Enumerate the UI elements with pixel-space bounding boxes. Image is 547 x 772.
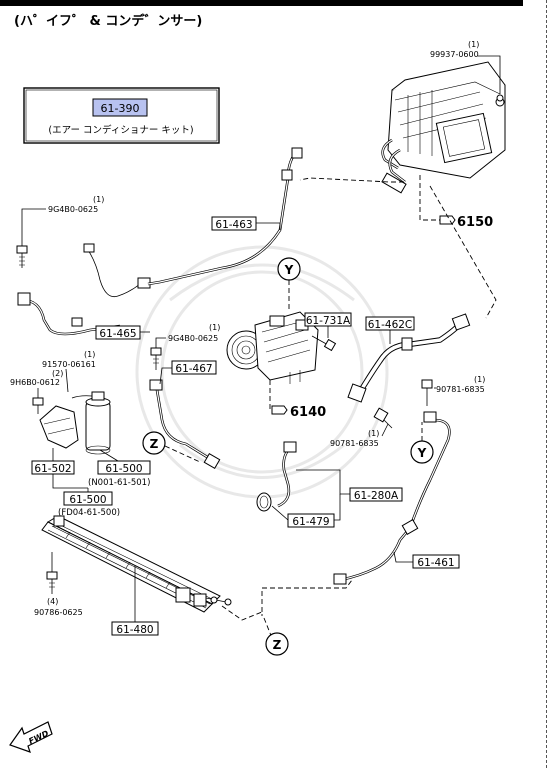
pipe-61-461[interactable]: [333, 411, 451, 585]
part-61-500-a: 61-500: [105, 463, 142, 475]
label-box-61-465[interactable]: [95, 325, 141, 340]
page-title: (ハ゜イフ゜ & コンデ゛ンサー): [14, 13, 202, 29]
part-61-479: 61-479: [292, 516, 329, 528]
label-box-61-461[interactable]: [412, 554, 460, 569]
fastener-99937-icon[interactable]: [496, 94, 504, 102]
pipe-61-463[interactable]: [147, 147, 303, 286]
ref-6150: 6150: [457, 215, 493, 230]
fastener-9h6b0-code: 9H6B0-0612: [10, 378, 60, 387]
page-edge-right: [542, 0, 547, 768]
fastener-91570-qty: (1): [84, 350, 95, 359]
kit-box: [23, 87, 220, 144]
pipe-61-467[interactable]: [149, 379, 221, 470]
kit-caption: (エアー コンディショナー キット): [48, 124, 193, 136]
evaporator-unit[interactable]: [381, 61, 506, 194]
fwd-arrow-icon: [9, 721, 53, 753]
oring-61-479-icon[interactable]: [256, 492, 272, 512]
part-61-502: 61-502: [34, 463, 71, 475]
label-box-61-479[interactable]: [287, 513, 335, 528]
fastener-90786-qty: (4): [47, 597, 58, 606]
bolt-90781-right-icon[interactable]: [421, 379, 433, 406]
kit-code-label: 61-390: [101, 102, 140, 115]
kit-box-inner: [25, 89, 218, 142]
part-61-463: 61-463: [215, 219, 252, 231]
part-61-467: 61-467: [175, 363, 212, 375]
part-61-731a: 61-731A: [306, 315, 351, 327]
fastener-9g4b0-top-qty: (1): [93, 195, 104, 204]
kit-code-box[interactable]: [92, 98, 148, 117]
part-61-465: 61-465: [99, 328, 136, 340]
compressor-assembly[interactable]: [226, 311, 319, 384]
marker-y-top-label: Y: [284, 263, 294, 277]
label-box-61-463[interactable]: [211, 216, 257, 231]
part-61-461: 61-461: [417, 557, 454, 569]
header-bar: [0, 0, 523, 6]
note-fd04: (FD04-61-500): [58, 508, 120, 518]
hose-61-462c[interactable]: [347, 313, 471, 403]
fastener-90781-right-qty: (1): [474, 375, 485, 384]
bolt-9h6b0-icon[interactable]: [32, 397, 44, 414]
fastener-99937-code: 99937-0600: [430, 50, 479, 59]
receiver-drier[interactable]: [39, 391, 111, 455]
part-61-280a: 61-280A: [354, 490, 399, 502]
fastener-9g4b0-mid-code: 9G4B0-0625: [168, 334, 218, 343]
pipe-61-465[interactable]: [17, 292, 121, 336]
marker-z-low[interactable]: [265, 632, 289, 656]
bolt-61-731a-icon[interactable]: [311, 335, 337, 352]
fastener-9h6b0-qty: (2): [52, 369, 63, 378]
pipe-61-280a[interactable]: [277, 441, 297, 508]
marker-z-low-label: Z: [273, 638, 282, 652]
connector-6140-icon[interactable]: [271, 405, 288, 415]
bolt-90786-icon[interactable]: [46, 571, 58, 594]
note-n001: (N001-61-501): [88, 478, 150, 488]
ref-6140: 6140: [290, 405, 326, 420]
part-61-480: 61-480: [116, 624, 153, 636]
connector-6150-icon[interactable]: [439, 215, 456, 225]
fastener-91570-code: 91570-06161: [42, 360, 96, 369]
part-61-462c: 61-462C: [368, 319, 413, 331]
fastener-90781-right-code: 90781-6835: [436, 385, 485, 394]
part-61-500-b: 61-500: [69, 494, 106, 506]
marker-y-right-label: Y: [417, 446, 427, 460]
fastener-9g4b0-top-code: 9G4B0-0625: [48, 205, 98, 214]
fastener-9g4b0-mid-qty: (1): [209, 323, 220, 332]
fastener-90786-code: 90786-0625: [34, 608, 83, 617]
condenser[interactable]: [41, 515, 232, 613]
fastener-90781-mid-qty: (1): [368, 429, 379, 438]
marker-z-mid[interactable]: [142, 431, 166, 455]
label-box-61-500-b[interactable]: [63, 491, 113, 506]
label-box-61-467[interactable]: [171, 360, 217, 375]
fastener-90781-mid-code: 90781-6835: [330, 439, 379, 448]
bolt-9g4b0-top-icon[interactable]: [16, 245, 28, 268]
marker-z-mid-label: Z: [150, 437, 159, 451]
label-box-61-280a[interactable]: [349, 487, 403, 502]
fastener-99937-qty: (1): [468, 40, 479, 49]
bolt-9g4b0-mid-icon[interactable]: [150, 347, 162, 370]
label-box-61-500-a[interactable]: [97, 460, 151, 475]
